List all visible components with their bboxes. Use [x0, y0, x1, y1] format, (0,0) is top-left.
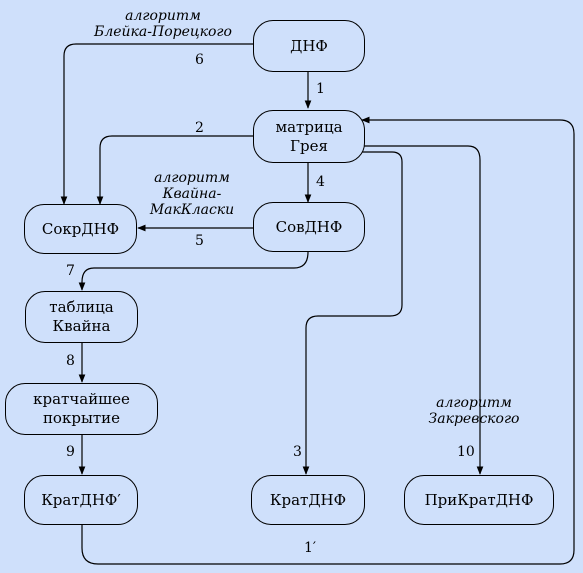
annotation-blake-poretsky: алгоритм Блейка-Порецкого: [86, 8, 240, 40]
edge-label-2: 2: [195, 120, 204, 136]
edge-10: [360, 145, 484, 475]
node-quine-table: таблица Квайна: [25, 291, 138, 343]
edge-label-10: 10: [457, 444, 475, 460]
node-sokr-dnf: СокрДНФ: [24, 204, 137, 254]
node-prikrat-dnf-label: ПриКратДНФ: [424, 490, 534, 509]
edge-3: [302, 151, 403, 475]
edge-label-7: 7: [66, 263, 75, 279]
edge-label-6: 6: [195, 52, 204, 68]
node-dnf: ДНФ: [253, 20, 365, 72]
node-krat-dnf-label: КратДНФ: [269, 490, 347, 509]
node-quine-table-line2: Квайна: [52, 317, 111, 335]
edge-label-9: 9: [66, 444, 75, 460]
annotation-zakrevsky-line1: алгоритм: [436, 395, 512, 411]
edge-label-8: 8: [66, 353, 75, 369]
annotation-quine-mccluskey-line3: МакКласки: [149, 202, 235, 218]
annotation-blake-poretsky-line1: алгоритм: [125, 8, 201, 24]
node-krat-dnf-prime-label: КратДНФ′: [41, 490, 121, 509]
annotation-zakrevsky: алгоритм Закревского: [415, 395, 533, 427]
edge-label-4: 4: [316, 174, 325, 190]
edge-1prime: [81, 116, 575, 565]
node-shortest-cover-line1: кратчайшее: [33, 390, 130, 408]
edge-7: [78, 251, 309, 291]
annotation-zakrevsky-line2: Закревского: [428, 411, 520, 427]
annotation-blake-poretsky-line2: Блейка-Порецкого: [94, 24, 232, 40]
node-gray-matrix-line2: Грея: [290, 136, 328, 155]
edge-label-5: 5: [195, 233, 204, 249]
node-gray-matrix-line1: матрица: [275, 117, 343, 136]
edge-label-1: 1: [316, 81, 325, 97]
node-krat-dnf: КратДНФ: [251, 475, 365, 525]
node-shortest-cover-line2: покрытие: [42, 409, 121, 427]
annotation-quine-mccluskey-line2: Квайна-: [162, 186, 222, 202]
edge-label-1prime: 1′: [304, 540, 317, 556]
node-sov-dnf-label: СовДНФ: [275, 217, 343, 236]
edge-2: [96, 135, 253, 205]
node-dnf-label: ДНФ: [290, 36, 328, 55]
node-quine-table-line1: таблица: [49, 298, 114, 316]
node-gray-matrix: матрица Грея: [253, 110, 365, 163]
edge-label-3: 3: [293, 444, 302, 460]
annotation-quine-mccluskey-line1: алгоритм: [154, 170, 230, 186]
node-sokr-dnf-label: СокрДНФ: [41, 219, 120, 238]
node-shortest-cover: кратчайшее покрытие: [5, 383, 158, 435]
annotation-quine-mccluskey: алгоритм Квайна- МакКласки: [140, 170, 244, 218]
node-krat-dnf-prime: КратДНФ′: [24, 475, 138, 525]
edge-6: [60, 43, 253, 205]
node-prikrat-dnf: ПриКратДНФ: [404, 475, 554, 525]
node-sov-dnf: СовДНФ: [253, 202, 365, 252]
